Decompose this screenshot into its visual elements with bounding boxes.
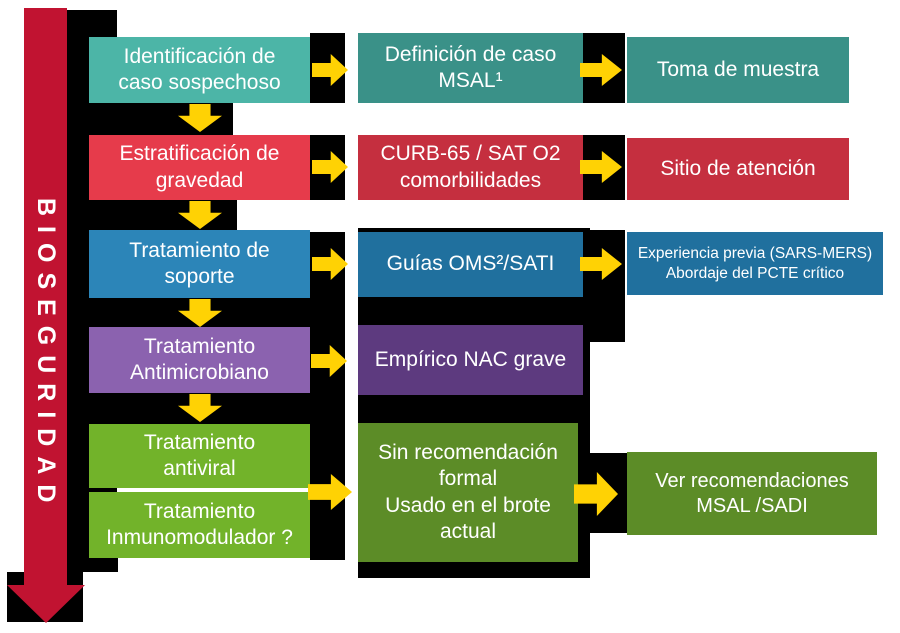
box-guias-oms-sati: Guías OMS²/SATI xyxy=(358,232,583,297)
box-tratamiento-antimicrobiano: Tratamiento Antimicrobiano xyxy=(89,327,310,393)
box-sitio-de-atencion: Sitio de atención xyxy=(627,138,849,200)
box-identificacion-caso-sospechoso: Identificación de caso sospechoso xyxy=(89,37,310,103)
box-ver-recomendaciones: Ver recomendaciones MSAL /SADI xyxy=(627,452,877,535)
box-estratificacion-gravedad: Estratificación de gravedad xyxy=(89,135,310,200)
bioseguridad-label: BIOSEGURIDAD xyxy=(32,197,60,513)
box-experiencia-previa: Experiencia previa (SARS-MERS) Abordaje … xyxy=(627,232,883,295)
box-toma-de-muestra: Toma de muestra xyxy=(627,37,849,103)
backdrop-arrow-square-right-row3 xyxy=(577,230,625,342)
box-curb65-sato2: CURB-65 / SAT O2 comorbilidades xyxy=(358,135,583,200)
box-tratamiento-antiviral: Tratamiento antiviral xyxy=(89,424,310,488)
bioseguridad-arrow-shaft xyxy=(24,8,67,585)
box-definicion-caso-msal: Definición de caso MSAL¹ xyxy=(358,33,583,103)
box-sin-recomendacion-formal: Sin recomendación formal Usado en el bro… xyxy=(358,423,578,562)
box-empirico-nac-grave: Empírico NAC grave xyxy=(358,325,583,395)
backdrop-under-green xyxy=(83,558,118,572)
box-tratamiento-soporte: Tratamiento de soporte xyxy=(89,230,310,298)
box-tratamiento-inmunomodulador: Tratamiento Inmunomodulador ? xyxy=(89,492,310,558)
backdrop-arrow-column-rows3-5 xyxy=(310,232,345,560)
